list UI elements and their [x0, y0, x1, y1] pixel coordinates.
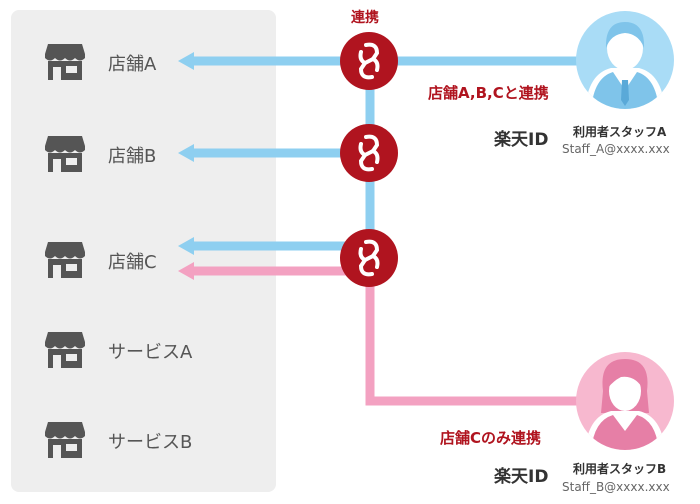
arrowhead-store-b [178, 144, 194, 162]
store-row: サービスA [44, 330, 244, 370]
arrowhead-store-c-blue [178, 237, 194, 255]
arrowhead-store-a [178, 52, 194, 70]
store-label: サービスA [108, 342, 193, 363]
arrowhead-store-c-pink [178, 262, 194, 280]
storefront-icon [45, 332, 85, 368]
link-node-a [340, 32, 398, 90]
user-a-email: Staff_A@xxxx.xxx [562, 142, 670, 156]
chain-link-icon [358, 239, 380, 277]
chain-link-icon [358, 134, 380, 172]
store-row: サービスB [44, 420, 244, 460]
storefront-icon [45, 422, 85, 458]
storefront-icon [45, 242, 85, 278]
female-user-icon [576, 352, 674, 450]
storefront-icon [45, 136, 85, 172]
link-node-b [340, 124, 398, 182]
user-b-id-label: 楽天ID [494, 467, 549, 487]
user-b-email: Staff_B@xxxx.xxx [562, 480, 670, 494]
pink-link-line-route [365, 260, 600, 406]
store-row: 店舗B [44, 134, 244, 174]
store-label: サービスB [108, 432, 193, 453]
user-a-name: 利用者スタッフA [573, 125, 667, 139]
chain-link-icon [358, 42, 380, 80]
link-header: 連携 [351, 10, 379, 26]
user-b-name: 利用者スタッフB [573, 462, 667, 476]
link-node-c [340, 229, 398, 287]
store-row: 店舗A [44, 42, 244, 82]
store-label: 店舗B [108, 146, 157, 167]
user-a-link-note: 店舗A,B,Cと連携 [428, 84, 549, 102]
store-label: 店舗A [108, 54, 157, 75]
male-user-icon [576, 11, 674, 109]
user-b-link-note: 店舗Cのみ連携 [440, 429, 542, 447]
store-row: 店舗C [44, 240, 244, 280]
user-a-id-label: 楽天ID [494, 130, 549, 150]
store-label: 店舗C [108, 252, 157, 273]
storefront-icon [45, 44, 85, 80]
